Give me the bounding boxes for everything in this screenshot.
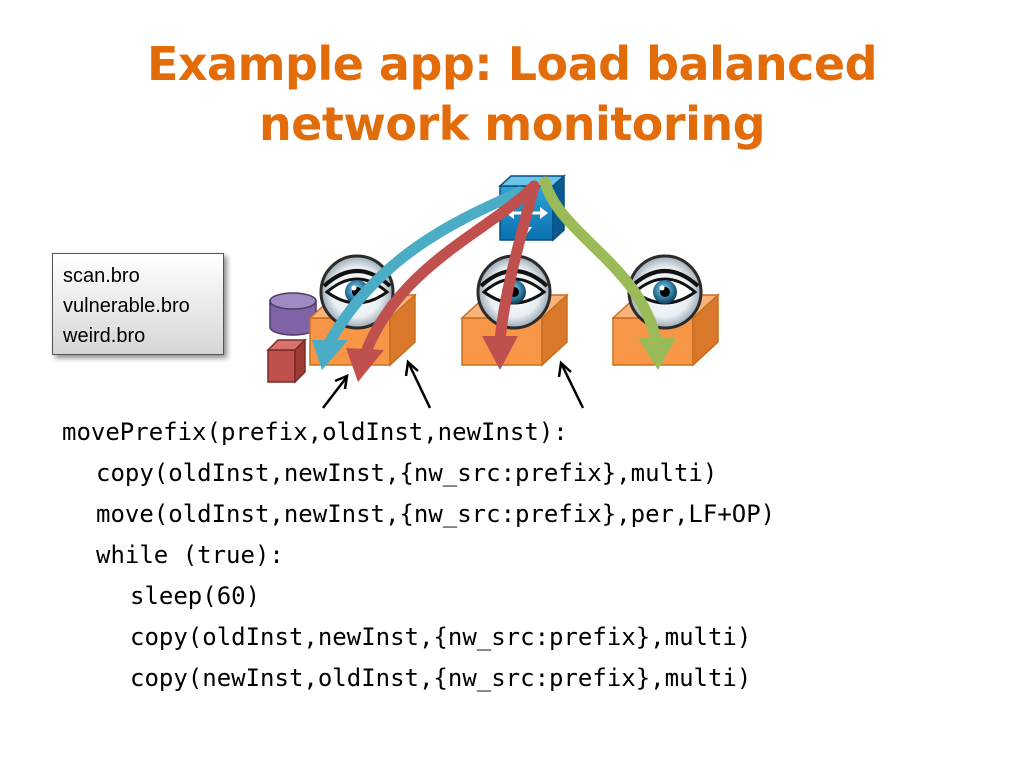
flow-arrow-red-2 [482,180,540,370]
database-icon [269,292,317,336]
policy-file-scan: scan.bro [63,265,140,287]
flow-arrow-blue [312,186,526,370]
pointer-arrow-2 [404,359,432,409]
code-line-1: movePrefix(prefix,oldInst,newInst): [62,418,568,446]
title-line-1: Example app: Load balanced [146,37,878,91]
flow-arrow-green [539,176,676,370]
monitor-instance-2 [460,254,569,367]
policy-file-weird: weird.bro [63,325,146,347]
title-line-2: network monitoring [258,97,766,151]
code-line-4: while (true): [96,541,284,569]
cube-icon [266,338,307,384]
flow-arrow-red-1 [346,182,538,382]
code-line-7: copy(newInst,oldInst,{nw_src:prefix},mul… [130,664,752,692]
slide-title: Example app: Load balanced network monit… [0,34,1024,154]
policy-files-box: scan.bro vulnerable.bro weird.bro [52,253,224,355]
policy-file-vulnerable: vulnerable.bro [63,295,190,317]
code-line-2: copy(oldInst,newInst,{nw_src:prefix},mul… [96,459,718,487]
code-line-3: move(oldInst,newInst,{nw_src:prefix},per… [96,500,776,528]
pointer-arrow-1 [322,373,349,409]
code-line-6: copy(oldInst,newInst,{nw_src:prefix},mul… [130,623,752,651]
pointer-arrow-3 [557,360,585,409]
load-balancer-diagram [266,174,720,409]
move-prefix-code: movePrefix(prefix,oldInst,newInst): copy… [62,412,962,699]
code-line-5: sleep(60) [130,582,261,610]
